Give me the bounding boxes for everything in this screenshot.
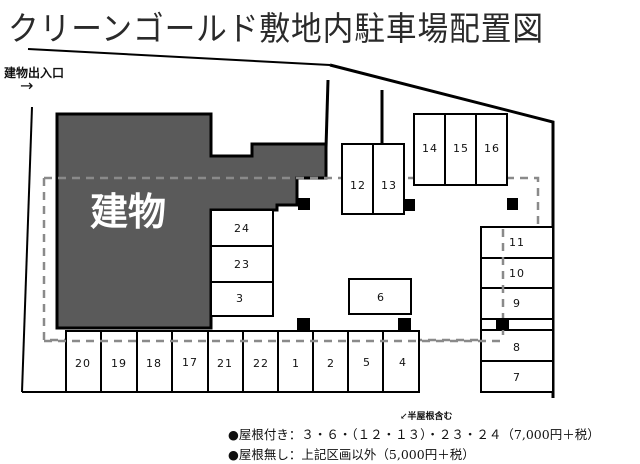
slot-label-20: 20 (75, 357, 91, 370)
parking-slot-11[interactable] (480, 226, 554, 259)
pillars (297, 198, 518, 330)
dashed-route-overlay (44, 229, 505, 343)
slot-label-14: 14 (422, 142, 438, 155)
slot-label-16: 16 (484, 142, 500, 155)
pillar-icon (297, 318, 310, 330)
legend: ●屋根付き：３・６・（１２・１３）・２３・２４（7,000円＋税） ●屋根無し：… (228, 424, 600, 464)
slot-label-2: 2 (327, 357, 335, 370)
pillar-icon (404, 199, 415, 211)
pillar-icon (398, 318, 411, 330)
parking-slot-8[interactable] (480, 329, 554, 362)
slot-label-17: 17 (182, 356, 198, 369)
parking-slot-6[interactable] (348, 278, 412, 315)
slot-label-6: 6 (377, 291, 385, 304)
page-title: クリーンゴールド敷地内駐車場配置図 (8, 9, 545, 48)
pillar-icon (496, 318, 509, 330)
parking-slot-21[interactable] (207, 330, 244, 393)
parking-slot-5[interactable] (347, 330, 384, 393)
slot-label-21: 21 (217, 357, 233, 370)
slot-label-24: 24 (234, 222, 250, 235)
slot-label-5: 5 (363, 356, 371, 369)
parking-slot-9[interactable] (480, 287, 554, 320)
slot-label-7: 7 (513, 371, 521, 384)
slot-label-3: 3 (236, 292, 244, 305)
slot-label-18: 18 (146, 357, 162, 370)
parking-slot-3[interactable] (210, 281, 274, 317)
entrance-arrow-icon: → (20, 76, 34, 95)
legend-unroofed: ●屋根無し：上記区画以外（5,000円＋税） (228, 447, 475, 462)
building-entrance-label: 建物出入口 (4, 66, 65, 80)
pillar-icon (298, 198, 310, 210)
parking-slot-16[interactable] (475, 113, 508, 186)
slot-label-4: 4 (399, 356, 407, 369)
parking-slot-7[interactable] (480, 360, 554, 393)
slot-label-12: 12 (350, 179, 366, 192)
slot-label-8: 8 (513, 341, 521, 354)
parking-slot-24[interactable] (210, 209, 274, 247)
half-roof-note: ↙半屋根含む (400, 412, 453, 422)
slot-label-23: 23 (234, 258, 250, 271)
legend-roofed: ●屋根付き：３・６・（１２・１３）・２３・２４（7,000円＋税） (228, 427, 600, 442)
parking-slot-13[interactable] (372, 143, 405, 215)
slot-label-1: 1 (292, 357, 300, 370)
slot-label-22: 22 (253, 357, 269, 370)
pillar-icon (507, 198, 518, 210)
slot-label-9: 9 (513, 297, 521, 310)
slot-label-11: 11 (509, 236, 525, 249)
parking-slot-12[interactable] (341, 143, 374, 215)
slot-label-15: 15 (453, 142, 469, 155)
slot-label-10: 10 (509, 267, 525, 280)
parking-slot-20[interactable] (65, 330, 102, 393)
slot-label-19: 19 (111, 357, 127, 370)
building-label: 建物 (90, 190, 166, 234)
slot-label-13: 13 (381, 179, 397, 192)
